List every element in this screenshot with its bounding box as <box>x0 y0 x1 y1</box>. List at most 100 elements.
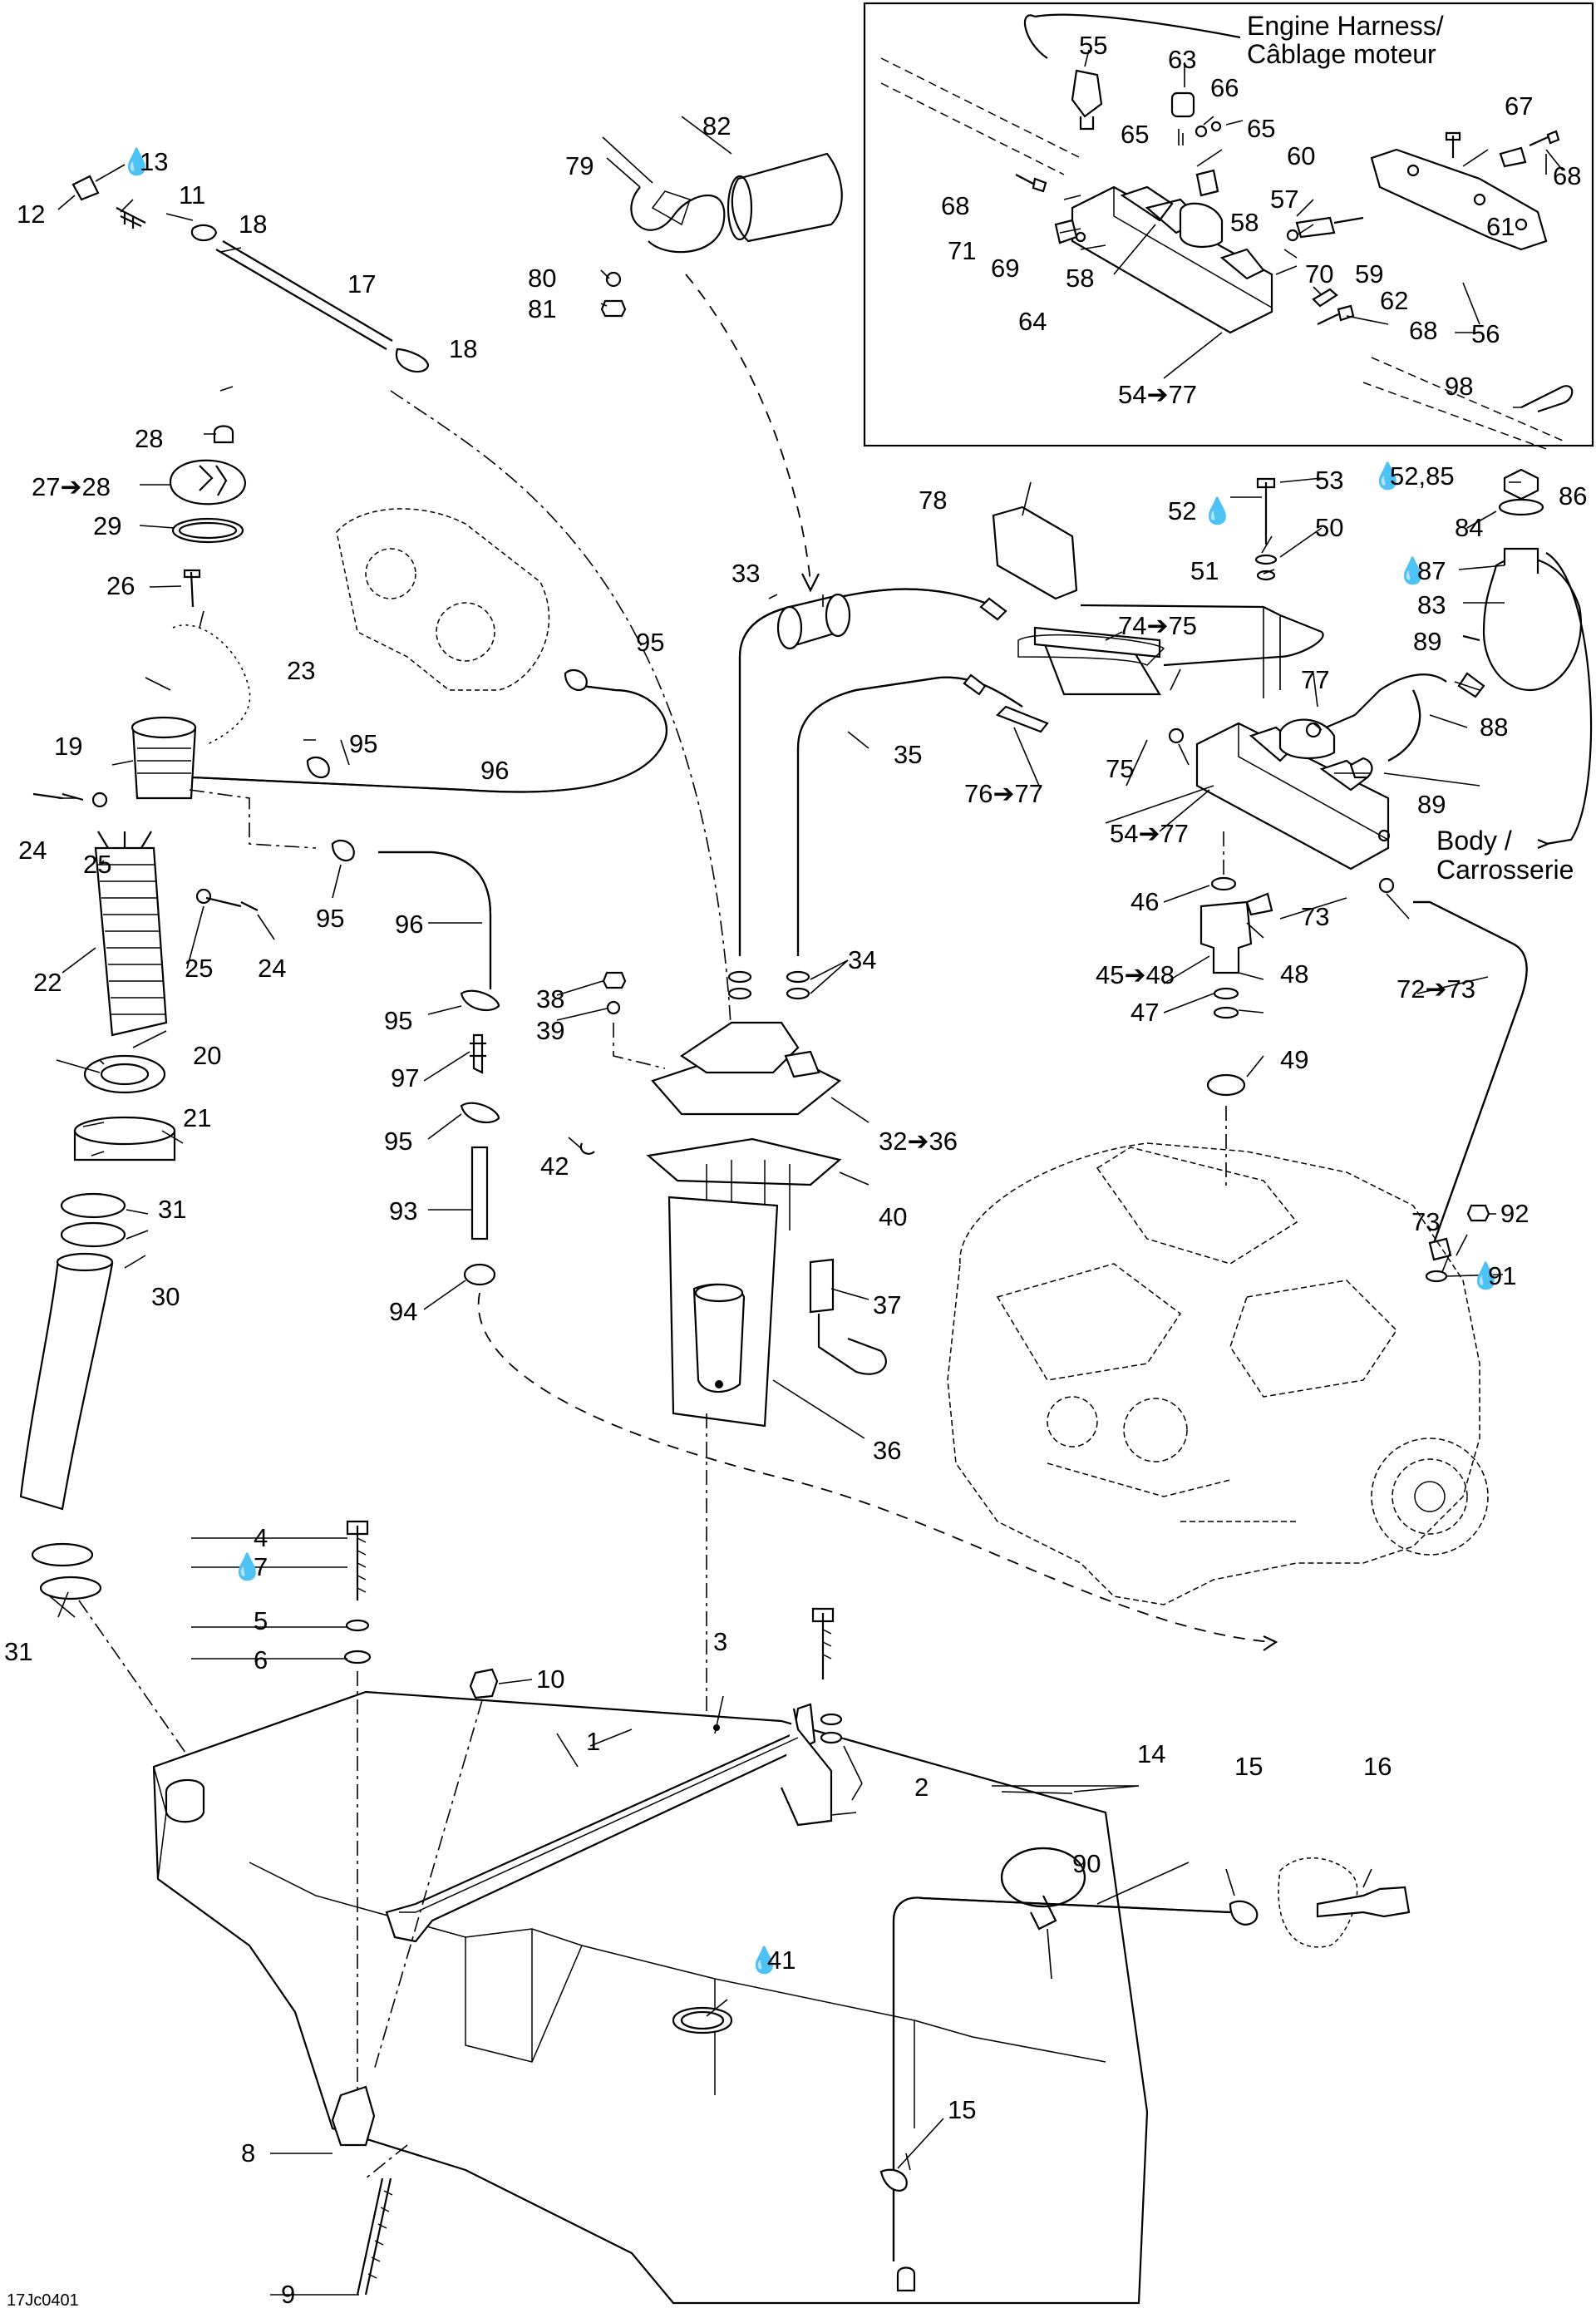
label-61: 61 <box>1486 212 1515 241</box>
washer-39 <box>606 1000 621 1015</box>
bolt-68-right <box>1317 304 1355 325</box>
hose-17 <box>215 240 393 350</box>
vent-check-valve-assembly <box>879 1847 1411 2261</box>
label-49: 49 <box>1280 1045 1308 1074</box>
engine-outline <box>947 1142 1489 1605</box>
clamp-94 <box>463 1263 496 1286</box>
o-ring-34-d <box>786 987 810 1000</box>
harness-label-1: Engine Harness/ <box>1247 11 1444 41</box>
fitting-57 <box>1295 216 1364 239</box>
bolt-53 <box>1256 477 1276 545</box>
sleeve-82 <box>731 152 843 243</box>
filler-neck-assembly <box>19 716 259 1768</box>
label-13: 13 <box>140 147 168 176</box>
nut-84 <box>1498 498 1544 516</box>
label-87: 87 <box>1417 556 1446 585</box>
fuel-rail-main <box>992 468 1593 1283</box>
label-74: 74➔75 <box>1118 611 1197 640</box>
label-81: 81 <box>528 294 556 323</box>
label-89b: 89 <box>1417 790 1446 819</box>
label-95b: 95 <box>349 729 377 758</box>
label-23: 23 <box>287 656 315 685</box>
label-86: 86 <box>1559 481 1587 510</box>
label-68c: 68 <box>1553 161 1581 190</box>
label-2: 2 <box>914 1773 929 1802</box>
label-24b: 24 <box>258 954 286 983</box>
label-85: 52,85 <box>1390 461 1455 491</box>
part-labels: Engine Harness/ Câblage moteur 55 63 66 … <box>4 11 1587 2310</box>
label-26: 26 <box>106 571 135 600</box>
nut-38 <box>602 971 627 989</box>
label-78: 78 <box>919 486 947 515</box>
o-ring-34-b <box>727 987 752 1000</box>
clamp-31-d <box>39 1576 102 1600</box>
label-47: 47 <box>1130 998 1159 1027</box>
leader-lines <box>49 116 1521 2296</box>
nut-92 <box>1466 1204 1490 1222</box>
label-50: 50 <box>1315 513 1343 542</box>
label-55: 55 <box>1079 31 1107 60</box>
body-label-2: Carrosserie <box>1436 855 1574 885</box>
label-11: 11 <box>179 180 205 210</box>
label-90: 90 <box>1072 1849 1101 1878</box>
label-6: 6 <box>254 1645 268 1674</box>
label-98: 98 <box>1445 372 1473 401</box>
label-32: 32➔36 <box>879 1127 958 1156</box>
washer-6 <box>343 1650 372 1664</box>
label-94: 94 <box>389 1297 417 1326</box>
diagram-code: 17Jc0401 <box>7 2291 79 2310</box>
bolt-2 <box>811 1607 835 1679</box>
label-1: 1 <box>586 1727 600 1756</box>
label-58a: 58 <box>1230 208 1259 237</box>
clamp-15-right <box>1229 1900 1259 1926</box>
label-95d: 95 <box>384 1006 412 1035</box>
screw-24-left <box>32 792 84 801</box>
hold-down-strap-3 <box>385 1703 833 1943</box>
gasket-29 <box>171 517 244 544</box>
label-84: 84 <box>1455 513 1483 542</box>
label-65a: 65 <box>1121 120 1149 149</box>
clamp-hose-guide <box>600 152 843 593</box>
clamp-95-lower <box>460 989 500 1012</box>
drop-41: 💧 <box>748 1945 781 1975</box>
drop-13: 💧 <box>121 146 153 176</box>
o-ring-34-c <box>786 970 810 984</box>
fuel-tank-1 <box>152 1690 1149 2305</box>
fuel-lines <box>727 588 1023 1000</box>
bolt-68-left <box>1015 174 1047 193</box>
fuel-pump-assembly <box>579 971 887 2103</box>
label-63: 63 <box>1168 45 1196 74</box>
label-31b: 31 <box>4 1637 32 1666</box>
label-16: 16 <box>1363 1752 1392 1781</box>
label-41: 41 <box>767 1946 796 1975</box>
cap-63 <box>1170 91 1195 118</box>
label-76: 76➔77 <box>964 779 1043 808</box>
label-18a: 18 <box>239 210 267 239</box>
label-56: 56 <box>1471 319 1500 348</box>
drop-7: 💧 <box>231 1551 264 1581</box>
label-52: 52 <box>1168 496 1196 525</box>
clamp-95-left <box>331 839 355 862</box>
washer-80 <box>605 271 622 288</box>
label-42: 42 <box>540 1152 569 1181</box>
filler-port <box>165 1778 205 1823</box>
label-4: 4 <box>254 1523 268 1552</box>
washer-25-right <box>195 888 212 905</box>
label-25a: 25 <box>83 850 111 879</box>
label-70: 70 <box>1305 259 1333 289</box>
clamp-79 <box>630 186 726 254</box>
clamp-31-c <box>31 1542 94 1567</box>
label-34: 34 <box>848 945 876 974</box>
label-54a: 54➔77 <box>1118 380 1197 409</box>
label-27: 27➔28 <box>32 472 111 501</box>
fitting-11 <box>116 207 146 229</box>
label-58b: 58 <box>1066 264 1094 293</box>
washer-50 <box>1254 554 1278 565</box>
clamp-95-top <box>564 668 588 692</box>
bracket-61 <box>1370 148 1548 251</box>
label-79: 79 <box>565 151 594 180</box>
label-68b: 68 <box>1409 316 1437 345</box>
throttle-body-outline <box>336 508 550 691</box>
label-20: 20 <box>193 1041 221 1070</box>
label-9: 9 <box>281 2280 295 2309</box>
